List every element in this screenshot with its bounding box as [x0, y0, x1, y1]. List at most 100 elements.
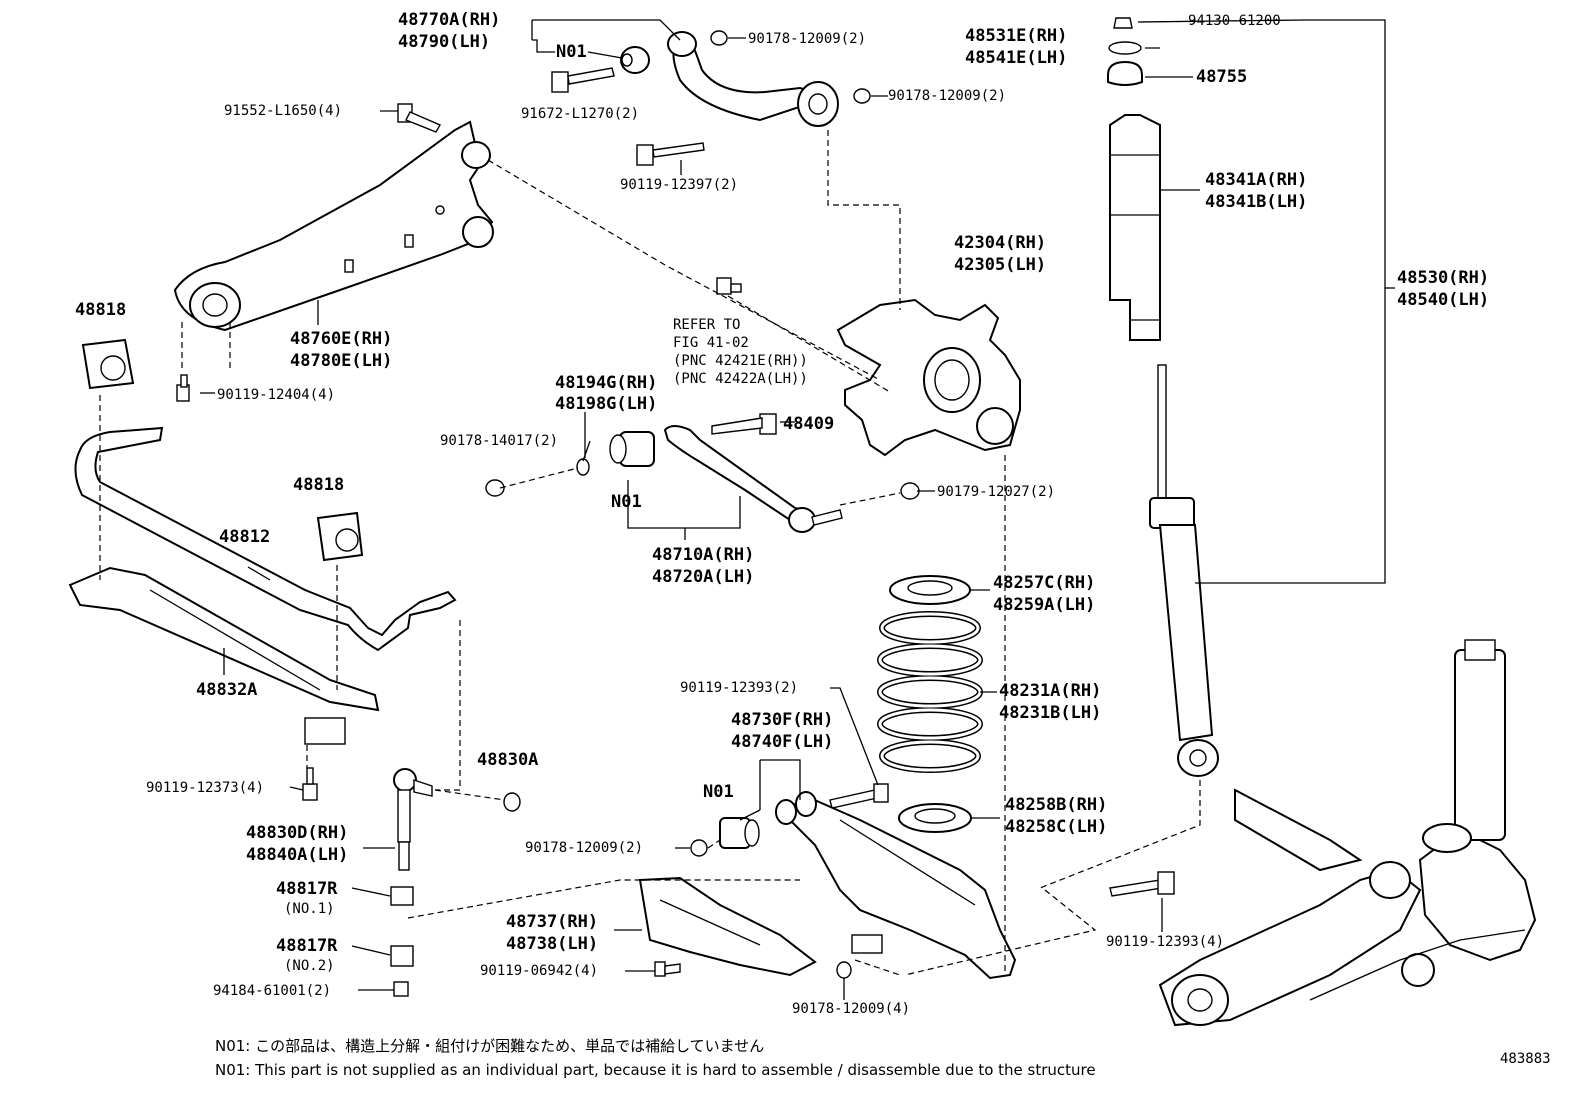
- spring-seat-48258: [898, 803, 972, 833]
- stabilizer-bar-48812: [74, 426, 457, 652]
- label-48738: 48738(LH): [506, 934, 599, 954]
- nut-90178-12009-c: [690, 839, 708, 857]
- cover-48737: [638, 876, 817, 977]
- bolt-90119-12397: [636, 142, 705, 166]
- leader-lines: [200, 19, 1395, 1000]
- upper-arm-48770: [667, 31, 839, 127]
- label-48830d: 48830D(RH): [246, 823, 349, 843]
- nut-90178-top: [710, 30, 871, 104]
- label-42305: 42305(LH): [954, 255, 1047, 275]
- label-90178-12009-a: 90178-12009(2): [748, 31, 867, 47]
- bushing-n01-mid: [609, 431, 655, 467]
- label-90178-12009-c: 90178-12009(2): [525, 840, 644, 856]
- label-48840a: 48840A(LH): [246, 845, 349, 865]
- mount-nut-94130: [1113, 17, 1133, 29]
- nut-94184: [393, 981, 409, 997]
- label-48790: 48790(LH): [398, 32, 491, 52]
- label-48770a: 48770A(RH): [398, 10, 501, 30]
- coil-spring-48231: [877, 611, 983, 773]
- bolt-90119-12373: [302, 767, 318, 801]
- label-48540: 48540(LH): [1397, 290, 1490, 310]
- label-48818-b: 48818: [293, 475, 345, 495]
- label-refer-pnc-rh: (PNC 42421E(RH)): [673, 353, 808, 369]
- label-48817r-2: 48817R: [276, 936, 338, 956]
- stabilizer-mount-48832: [68, 566, 380, 745]
- assembly-view: [1158, 639, 1537, 1027]
- nut-90178-14017: [485, 458, 590, 497]
- label-91552-l1650: 91552-L1650(4): [224, 103, 343, 119]
- label-48541e: 48541E(LH): [965, 48, 1068, 68]
- lower-arm-48730: [775, 791, 1017, 980]
- bolt-90119-12393-a: [829, 783, 889, 809]
- label-90119-12397: 90119-12397(2): [620, 177, 739, 193]
- label-90119-12393-a: 90119-12393(2): [680, 680, 799, 696]
- bolt-90119-06942: [654, 961, 681, 977]
- bolt-90119-12393-b: [1109, 871, 1175, 897]
- nut-90178-12009-d: [836, 961, 852, 979]
- label-n01-mid: N01: [611, 492, 642, 512]
- label-no2: (NO.2): [284, 958, 335, 974]
- label-90178-12009-d: 90178-12009(4): [792, 1001, 911, 1017]
- footnote-japanese: N01: この部品は、構造上分解・組付けが困難なため、単品では補給していません: [215, 1037, 765, 1055]
- label-90119-12393-b: 90119-12393(4): [1106, 934, 1225, 950]
- label-48730f: 48730F(RH): [731, 710, 834, 730]
- label-48755: 48755: [1196, 67, 1248, 87]
- label-48818-a: 48818: [75, 300, 127, 320]
- footnote-english: N01: This part is not supplied as an ind…: [215, 1061, 1096, 1079]
- label-n01-low: N01: [703, 782, 734, 802]
- shock-absorber-48530: [1149, 364, 1219, 777]
- label-90179-12027: 90179-12027(2): [937, 484, 1056, 500]
- label-90178-12009-b: 90178-12009(2): [888, 88, 1007, 104]
- label-48830a: 48830A: [477, 750, 539, 770]
- label-48341a: 48341A(RH): [1205, 170, 1308, 190]
- label-48740f: 48740F(LH): [731, 732, 834, 752]
- bolt-91672: [551, 67, 615, 93]
- washer-48531: [1108, 41, 1142, 55]
- label-n01-top: N01: [556, 42, 587, 62]
- rod-48710: [663, 425, 843, 533]
- label-42304: 42304(RH): [954, 233, 1047, 253]
- bushing-n01-low: [719, 817, 760, 849]
- label-48737: 48737(RH): [506, 912, 599, 932]
- label-94130-61200: 94130-61200: [1188, 13, 1281, 29]
- label-48760e: 48760E(RH): [290, 329, 393, 349]
- label-48257c: 48257C(RH): [993, 573, 1096, 593]
- stabilizer-bushing-48818-b: [316, 511, 364, 562]
- bushing-n01-top: [620, 46, 650, 74]
- label-48194g: 48194G(RH): [555, 373, 658, 393]
- label-48530: 48530(RH): [1397, 268, 1490, 288]
- bolt-91552: [397, 103, 441, 133]
- nut-48830a: [503, 792, 521, 812]
- bolt-90119-12404: [176, 374, 190, 402]
- knuckle-42304: [836, 298, 1021, 457]
- label-90119-06942: 90119-06942(4): [480, 963, 599, 979]
- label-48817r-1: 48817R: [276, 879, 338, 899]
- cushion-48817-no2: [390, 945, 414, 967]
- label-refer-pnc-lh: (PNC 42422A(LH)): [673, 371, 808, 387]
- bolt-48409: [711, 413, 777, 435]
- label-48258c: 48258C(LH): [1005, 817, 1108, 837]
- nut-90179-12027: [900, 482, 920, 500]
- label-48710a: 48710A(RH): [652, 545, 755, 565]
- figure-id: 483883: [1500, 1051, 1551, 1067]
- label-94184-61001: 94184-61001(2): [213, 983, 332, 999]
- spring-seat-48257: [889, 575, 971, 605]
- boot-48341: [1109, 114, 1161, 341]
- bolt-refer: [716, 277, 742, 295]
- label-90178-14017: 90178-14017(2): [440, 433, 559, 449]
- label-48259a: 48259A(LH): [993, 595, 1096, 615]
- stabilizer-link-48830: [393, 768, 433, 871]
- label-90119-12404: 90119-12404(4): [217, 387, 336, 403]
- control-arm-48760: [173, 120, 494, 332]
- label-no1: (NO.1): [284, 901, 335, 917]
- label-48231b: 48231B(LH): [999, 703, 1102, 723]
- label-48258b: 48258B(RH): [1005, 795, 1108, 815]
- label-48409: 48409: [783, 414, 835, 434]
- label-48231a: 48231A(RH): [999, 681, 1102, 701]
- label-48341b: 48341B(LH): [1205, 192, 1308, 212]
- label-48832a: 48832A: [196, 680, 258, 700]
- label-refer-fig: FIG 41-02: [673, 335, 749, 351]
- label-48531e: 48531E(RH): [965, 26, 1068, 46]
- label-48720a: 48720A(LH): [652, 567, 755, 587]
